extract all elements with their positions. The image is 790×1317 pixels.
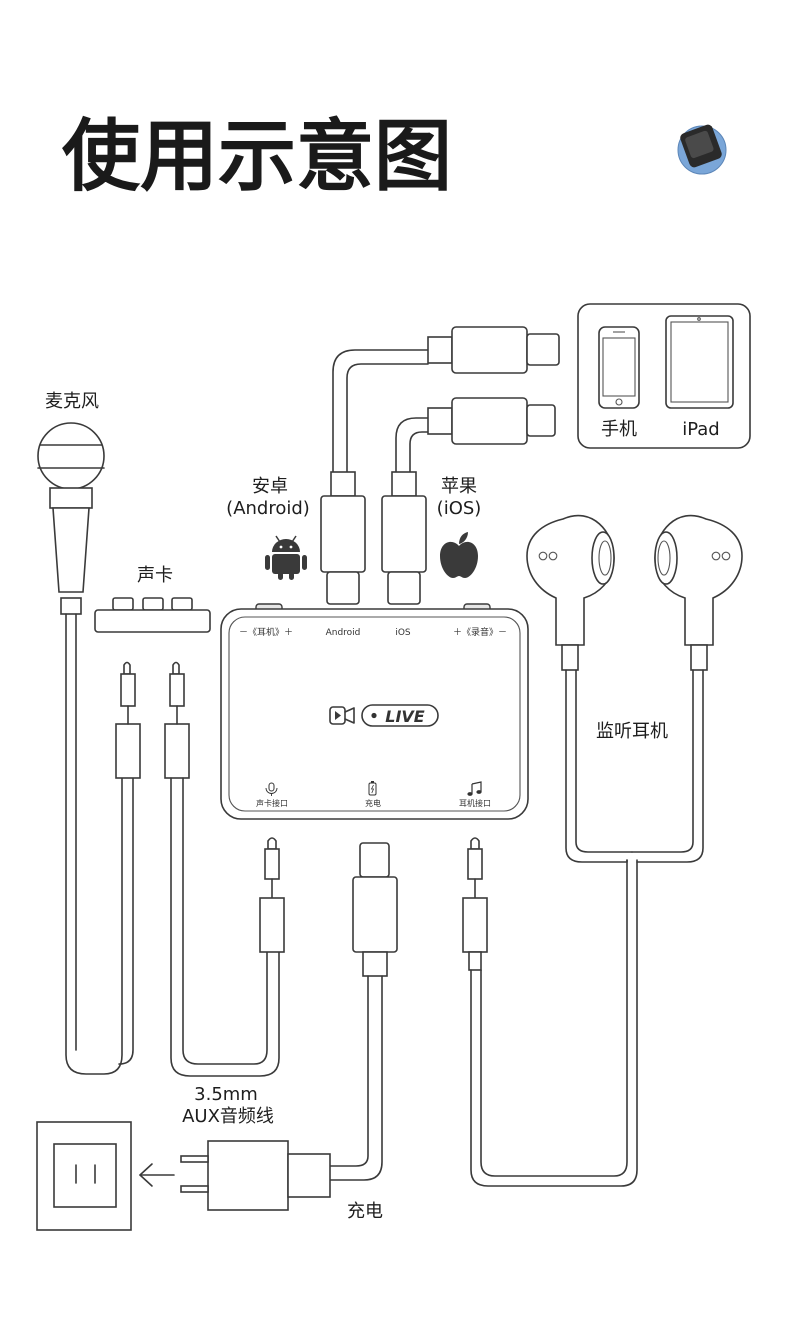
- charging-label: 充电: [347, 1201, 383, 1222]
- earphone-cable-inner: [480, 859, 628, 1177]
- aux-cables: [65, 613, 285, 1077]
- left-arrow-icon: [139, 1163, 175, 1187]
- phone-cables: [332, 326, 560, 473]
- apple-logo-icon: [440, 532, 478, 578]
- earphone-right-wire-inner: [631, 669, 694, 853]
- live-label: LIVE: [385, 707, 425, 726]
- earphone-port-label: 耳机接口: [459, 798, 491, 808]
- charge-port-label: 充电: [365, 798, 381, 808]
- microphone-label: 麦克风: [45, 391, 99, 412]
- sound-card-icon: [94, 597, 211, 633]
- ipad-icon: [665, 315, 734, 409]
- devices-box: 手机 iPad: [577, 303, 751, 449]
- headphone-volume-label: －《耳机》＋: [239, 626, 293, 638]
- android-port-label: Android: [326, 628, 361, 638]
- earphone-left-wire: [565, 669, 628, 863]
- earphone-plug-device: [462, 837, 488, 971]
- phone-label: 手机: [601, 419, 637, 440]
- apple-label: 苹果: [441, 476, 477, 497]
- earphone-left-icon: [526, 514, 615, 671]
- aux-label-line1: 3.5mm: [194, 1084, 258, 1105]
- product-thumbnail-icon: [677, 124, 727, 175]
- android-plug: [320, 471, 366, 605]
- android-label: 安卓: [252, 476, 288, 497]
- wall-socket-icon: [36, 1121, 132, 1231]
- soundcard-port-label: 声卡接口: [256, 798, 288, 808]
- ios-port-label: iOS: [395, 628, 411, 638]
- microphone-port-icon: [265, 782, 278, 796]
- phone-icon: [598, 326, 640, 409]
- android-sublabel: (Android): [226, 498, 310, 519]
- microphone-icon: [37, 422, 105, 615]
- android-robot-icon: [265, 535, 307, 580]
- earphone-cable-outer: [470, 859, 638, 1187]
- ios-plug: [381, 471, 427, 605]
- aux-plug-left: [115, 661, 141, 779]
- charger-adapter-icon: [180, 1140, 331, 1211]
- apple-sublabel: (iOS): [437, 498, 482, 519]
- aux-plug-device: [259, 837, 285, 953]
- ipad-label: iPad: [682, 419, 720, 440]
- live-sound-device: －《耳机》＋ Android iOS ＋《录音》－ LIVE: [220, 603, 529, 820]
- earphone-right-wire: [636, 669, 704, 863]
- music-note-icon: [467, 781, 482, 796]
- aux-label-line2: AUX音频线: [182, 1106, 274, 1127]
- aux-plug-right: [164, 661, 190, 779]
- earphone-left-wire-inner: [575, 669, 633, 853]
- sound-card-label: 声卡: [137, 565, 173, 586]
- monitor-earphones-label: 监听耳机: [596, 721, 668, 742]
- live-camera-icon: [329, 706, 355, 725]
- battery-charge-icon: [368, 781, 377, 796]
- page-title: 使用示意图: [61, 112, 452, 202]
- earphone-right-icon: [654, 514, 743, 671]
- charging-cable: [329, 842, 398, 1181]
- record-volume-label: ＋《录音》－: [453, 626, 507, 638]
